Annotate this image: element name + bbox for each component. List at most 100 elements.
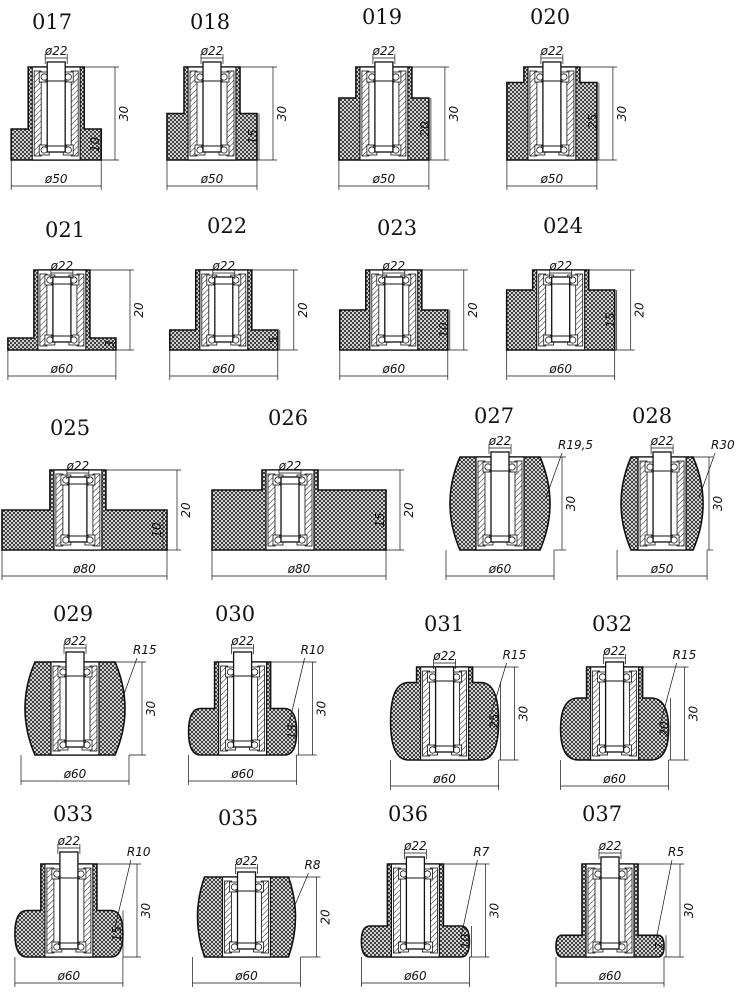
base-diameter-label: ø50 — [650, 562, 674, 576]
part-number-030: 030 — [215, 602, 256, 626]
base-diameter-label: ø60 — [381, 362, 405, 376]
base-diameter-label: ø60 — [548, 362, 572, 376]
part-body — [187, 644, 317, 785]
part-number-025: 025 — [50, 416, 91, 440]
overall-height-label: 30 — [711, 496, 725, 512]
part-body — [192, 864, 321, 987]
overall-height-label: 30 — [517, 706, 531, 722]
shaft-diameter-label: ø22 — [488, 434, 512, 448]
step-height-label: 15 — [604, 312, 618, 327]
overall-height-label: 20 — [296, 302, 310, 318]
drawing-018: ø22 ø50 30 15 — [166, 44, 289, 190]
shaft-diameter-label: ø22 — [57, 834, 81, 848]
part-body — [338, 54, 449, 190]
step-height-label: 10 — [88, 137, 102, 153]
overall-height-label: 20 — [132, 302, 146, 318]
part-body — [20, 644, 146, 785]
part-number-022: 022 — [207, 214, 248, 238]
overall-height-label: 30 — [447, 106, 461, 122]
base-diameter-label: ø60 — [230, 767, 254, 781]
drawing-037: ø22 ø60 30 7 R5 — [555, 839, 696, 987]
overall-height-label: 30 — [275, 106, 289, 122]
radius-label: R5 — [668, 845, 684, 859]
part-number-027: 027 — [474, 404, 515, 428]
radius-label: R30 — [711, 438, 735, 452]
part-body — [360, 849, 490, 987]
step-height-label: 3 — [103, 340, 117, 348]
overall-height-label: 30 — [144, 701, 158, 717]
shaft-diameter-label: ø22 — [278, 459, 302, 473]
step-height-label: 15 — [246, 129, 260, 144]
radius-label: R15 — [133, 643, 157, 657]
shaft-diameter-label: ø22 — [211, 259, 235, 273]
overall-height-label: 20 — [319, 909, 333, 925]
base-diameter-label: ø60 — [50, 362, 74, 376]
step-height-label: 10 — [458, 934, 472, 950]
base-diameter-label: ø60 — [598, 969, 622, 983]
shaft-diameter-label: ø22 — [602, 644, 626, 658]
shaft-diameter-label: ø22 — [230, 634, 254, 648]
drawing-023: ø22 ø60 20 10 — [339, 259, 480, 380]
part-body — [389, 659, 519, 790]
part-number-036: 036 — [388, 802, 429, 826]
step-height-label: 25 — [488, 714, 502, 729]
part-number-029: 029 — [53, 602, 94, 626]
part-body — [166, 54, 277, 190]
overall-height-label: 20 — [466, 302, 480, 318]
part-body — [1, 469, 181, 580]
step-height-label: 15 — [373, 512, 387, 527]
shaft-diameter-label: ø22 — [63, 634, 87, 648]
base-diameter-label: ø60 — [211, 362, 235, 376]
base-diameter-label: ø50 — [372, 172, 396, 186]
radius-label: R8 — [305, 858, 321, 872]
step-height-label: 10 — [437, 322, 451, 338]
base-diameter-label: ø60 — [432, 772, 456, 786]
step-height-label: 15 — [286, 724, 300, 739]
overall-height-label: 30 — [315, 701, 329, 717]
shaft-diameter-label: ø22 — [381, 259, 405, 273]
step-height-label: 7 — [653, 942, 667, 950]
part-number-023: 023 — [377, 216, 418, 240]
part-number-017: 017 — [32, 10, 73, 34]
part-body — [445, 444, 566, 580]
step-height-label: 10 — [150, 522, 164, 538]
part-number-032: 032 — [592, 612, 633, 636]
part-body — [211, 469, 404, 580]
base-diameter-label: ø60 — [63, 767, 87, 781]
part-body — [506, 54, 617, 190]
part-body — [555, 849, 684, 987]
radius-label: R15 — [673, 648, 697, 662]
part-number-037: 037 — [582, 802, 623, 826]
part-number-028: 028 — [632, 404, 673, 428]
base-diameter-label: ø50 — [200, 172, 224, 186]
part-number-024: 024 — [543, 214, 584, 238]
shaft-diameter-label: ø22 — [598, 839, 622, 853]
shaft-diameter-label: ø22 — [234, 854, 258, 868]
shaft-diameter-label: ø22 — [200, 44, 224, 58]
base-diameter-label: ø80 — [287, 562, 311, 576]
part-body — [616, 444, 716, 580]
base-diameter-label: ø60 — [602, 772, 626, 786]
part-number-035: 035 — [218, 806, 259, 830]
part-body — [14, 844, 141, 987]
part-number-031: 031 — [424, 612, 465, 636]
base-diameter-label: ø80 — [72, 562, 96, 576]
shaft-diameter-label: ø22 — [372, 44, 396, 58]
shaft-diameter-label: ø22 — [432, 649, 456, 663]
overall-height-label: 30 — [682, 903, 696, 919]
base-diameter-label: ø60 — [488, 562, 512, 576]
